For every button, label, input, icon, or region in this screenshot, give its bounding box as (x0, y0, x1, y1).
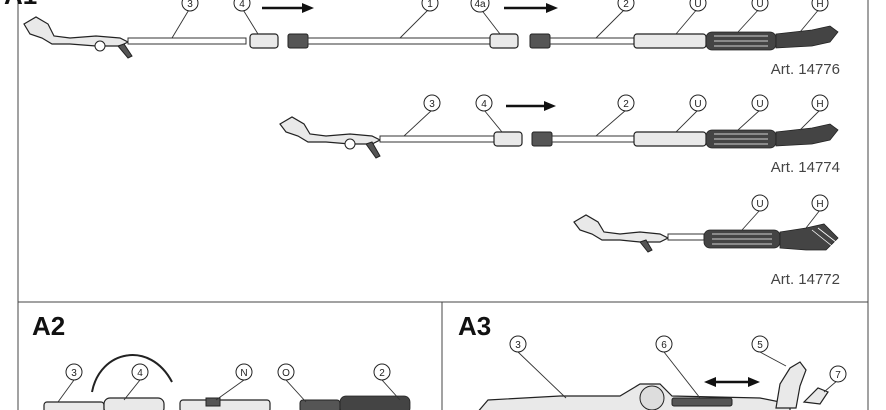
callout-label: 6 (661, 340, 667, 351)
sleeve-u-1 (633, 131, 707, 147)
callout-label: O (282, 368, 290, 379)
arrow-row2 (506, 101, 556, 111)
a2-tube-2 (339, 395, 411, 410)
pivot-ring (344, 138, 356, 150)
article-number-row1: Art. 14776 (771, 61, 840, 78)
handle-h (775, 25, 839, 49)
row-2-tool (279, 116, 839, 159)
article-number-row3: Art. 14772 (771, 271, 840, 288)
a3-assembly (478, 361, 829, 410)
a2-assembly (43, 354, 411, 410)
callout-label: 3 (187, 0, 193, 10)
coupling-4a (489, 33, 519, 49)
callout-label: 7 (835, 370, 841, 381)
callout-label: 4a (474, 0, 486, 10)
shaft-3 (127, 37, 247, 45)
a3-hook-7 (802, 387, 829, 405)
a3-gear (639, 385, 665, 410)
shaft-1 (307, 37, 491, 45)
a3-lever-5 (775, 361, 807, 409)
callout-label: 3 (515, 340, 521, 351)
callout-label: 1 (427, 0, 433, 10)
callout-label: 3 (71, 368, 77, 379)
cutter-head (23, 16, 130, 47)
handle-h (779, 223, 839, 251)
callout-label: 2 (379, 368, 385, 379)
cutter-hook (365, 141, 381, 159)
cutter-hook (639, 239, 653, 253)
cutter-hook (117, 43, 133, 59)
a2-tube-3 (43, 401, 105, 410)
shaft-short (667, 233, 705, 241)
sleeve-u-1 (633, 33, 707, 49)
coupling-4 (249, 33, 279, 49)
a2-tube-n (179, 399, 271, 410)
callout-label: U (756, 0, 763, 10)
callout-label: H (816, 0, 823, 10)
callout-label: U (694, 99, 701, 110)
row-3-tool (573, 214, 839, 253)
arrow-row1-left (262, 3, 314, 13)
cutter-head (573, 214, 670, 243)
callout-label: U (756, 199, 763, 210)
callout-label: H (816, 99, 823, 110)
frame-a3 (441, 301, 869, 410)
frame-a2 (17, 301, 443, 410)
a2-tube-4 (103, 397, 165, 410)
callout-label: H (816, 199, 823, 210)
section-label-a3: A3 (458, 311, 491, 341)
callout-label: 2 (623, 99, 629, 110)
connector-1 (287, 33, 309, 49)
a3-body (478, 383, 791, 410)
callout-label: N (240, 368, 247, 379)
cord-arc (91, 354, 173, 393)
connector-1 (531, 131, 553, 147)
callout-circle (181, 0, 199, 12)
callout-label: 3 (429, 99, 435, 110)
shaft-2 (549, 37, 635, 45)
connector-2 (529, 33, 551, 49)
callouts-row3: U H (741, 194, 829, 231)
callout-label: 4 (239, 0, 245, 10)
callout-label: 4 (481, 99, 487, 110)
callouts-a3: 3 6 5 7 (509, 335, 847, 399)
callouts-row2: 3 4 2 U U H (403, 94, 829, 137)
callouts-row1: 3 4 1 4a 2 U U H (171, 0, 829, 39)
callout-label: 2 (623, 0, 629, 10)
callout-label: U (756, 99, 763, 110)
handle-h (775, 123, 839, 147)
coupling-4 (493, 131, 523, 147)
callout-label: U (694, 0, 701, 10)
callout-label: 5 (757, 340, 763, 351)
section-label-a2: A2 (32, 311, 65, 341)
a3-slot-6 (671, 397, 733, 407)
shaft-3 (379, 135, 501, 143)
callout-label: 4 (137, 368, 143, 379)
a2-clip-n (205, 397, 221, 407)
arrow-row1-right (504, 3, 558, 13)
article-number-row2: Art. 14774 (771, 159, 840, 176)
pivot-ring (94, 40, 106, 52)
shaft-2 (551, 135, 635, 143)
cutter-head (279, 116, 382, 145)
section-label-a1: A1 (4, 0, 37, 10)
row-1-tool (23, 16, 839, 59)
arrow-a3-double (704, 377, 760, 387)
callouts-a2: 3 4 N O 2 (57, 363, 401, 403)
